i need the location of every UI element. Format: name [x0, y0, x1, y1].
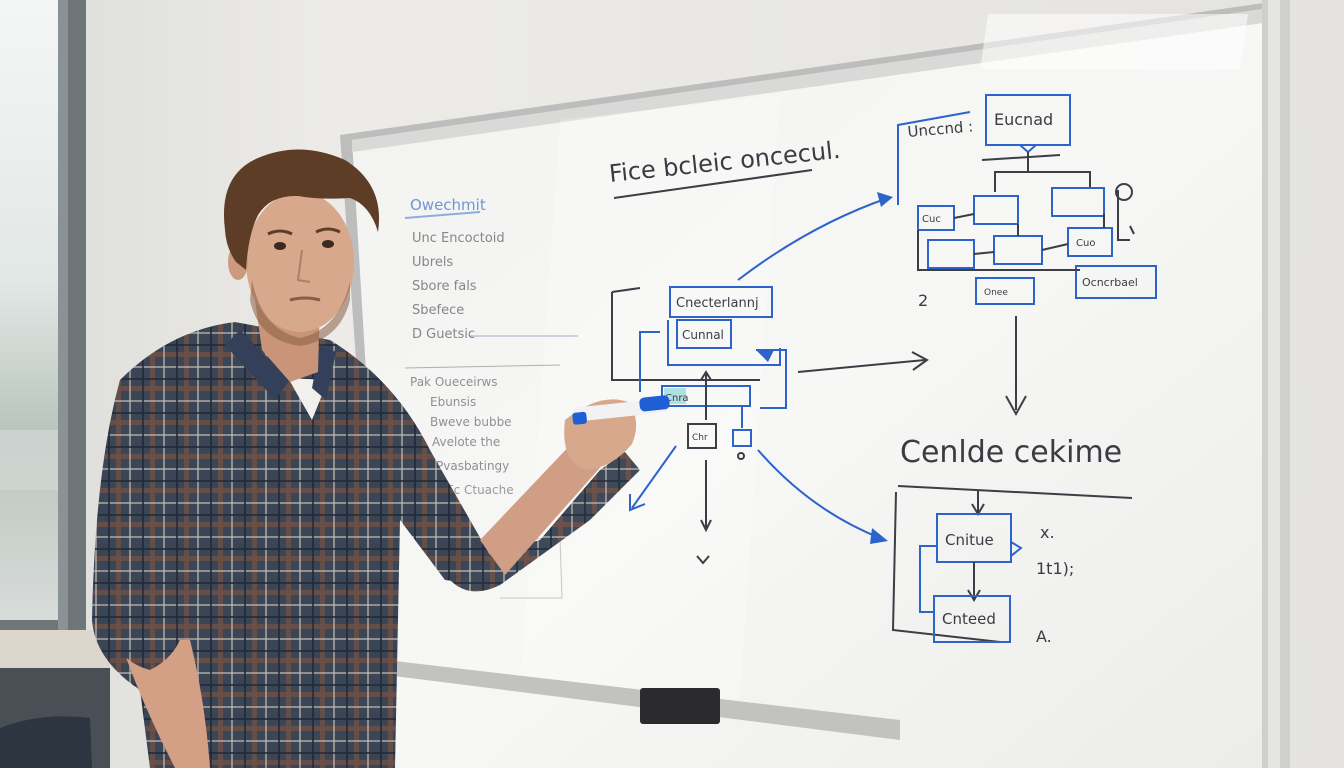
eye-right	[322, 240, 334, 248]
whiteboard	[340, 0, 1290, 768]
middle-box-bottom-label: Chr	[692, 433, 708, 443]
bottom-diagram: Cenlde cekime Cnitue Cnteed x. 1t1); A.	[891, 435, 1133, 646]
mouth	[289, 296, 321, 302]
beard	[250, 280, 350, 346]
bottom-box-top-label: Cnitue	[945, 531, 994, 549]
top-box-label: Cuo	[1076, 238, 1095, 249]
top-box-label: Onee	[984, 288, 1008, 298]
middle-box-mid-label: Cunnal	[682, 328, 724, 342]
eye-left	[274, 242, 286, 250]
bottom-side-note: A.	[1036, 627, 1052, 646]
left-list-2-item: Bweve bubbe	[430, 415, 512, 429]
top-diagram-label: Unccnd :	[907, 117, 974, 141]
nose	[296, 249, 311, 283]
left-list-2-item: Avelote the	[432, 435, 500, 449]
left-list-2-item: Ebunsis	[430, 395, 476, 409]
bottom-side-note: x.	[1040, 523, 1055, 542]
left-list-2-item: Pak Oueceirws	[410, 375, 498, 389]
forearm	[480, 440, 605, 575]
left-list-item: Sbefece	[412, 303, 464, 318]
left-list-item: Sbore fals	[412, 279, 477, 294]
eraser	[640, 688, 720, 724]
chair	[0, 716, 92, 768]
middle-box-top-label: Cnecterlannj	[676, 296, 759, 311]
left-list-item: D Guetsic	[412, 327, 475, 342]
left-list-2-item: Pvasbatingy	[436, 459, 509, 473]
eyebrow-right	[315, 227, 341, 234]
eyebrow-left	[267, 229, 293, 236]
hair	[223, 149, 380, 270]
bottom-side-note: 1t1);	[1036, 559, 1074, 578]
top-diagram: Unccnd : Eucnad Cuc Cuo Onee Ocncrbael 2	[897, 94, 1157, 417]
left-list: Owechmit Unc Encoctoid Ubrels Sbore fals…	[404, 196, 578, 599]
arm-sleeve	[400, 440, 640, 592]
window	[0, 0, 110, 768]
collar-left	[225, 330, 290, 400]
bottom-box-bottom-label: Cnteed	[942, 610, 996, 628]
marker	[572, 395, 670, 425]
left-list-item: Unc Encoctoid	[412, 231, 505, 246]
middle-box-small-label: Cnra	[665, 393, 689, 404]
presenter	[92, 149, 670, 768]
left-list-heading: Owechmit	[410, 196, 486, 214]
left-cuff	[95, 600, 186, 670]
top-diagram-box-label: Eucnad	[994, 110, 1053, 129]
top-box-label: Cuc	[922, 214, 941, 225]
left-hand	[120, 640, 210, 768]
bottom-title: Cenlde cekime	[900, 435, 1122, 470]
left-list-2-item: Ec Ctuache	[446, 483, 514, 497]
top-diagram-number: 2	[918, 291, 928, 310]
top-box-label: Ocncrbael	[1082, 276, 1138, 289]
left-list-item: Ubrels	[412, 255, 453, 270]
middle-diagram: Cnecterlannj Cunnal Cnra Chr	[611, 192, 929, 565]
